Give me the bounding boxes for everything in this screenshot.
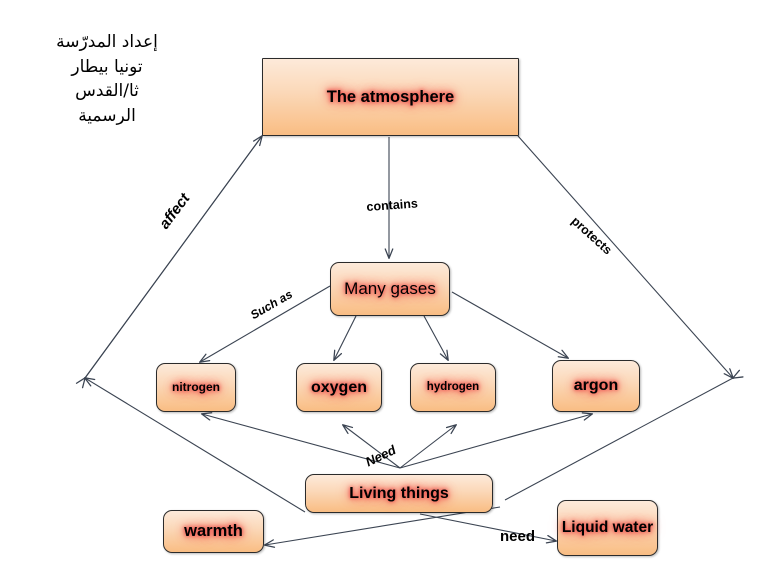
edge-need-argon [399, 412, 594, 469]
edge-suchas [198, 285, 331, 363]
arabic-credit-text: إعداد المدرّسة تونيا بيطار ثا/القدس الرس… [56, 32, 158, 126]
edge-gases-argon [451, 291, 570, 359]
edge-living-warmth [263, 506, 501, 548]
node-hydrogen[interactable]: hydrogen [410, 363, 496, 412]
node-living-things[interactable]: Living things [305, 474, 493, 513]
edge-protects [517, 135, 734, 379]
node-liquid-water[interactable]: Liquid water [557, 500, 658, 556]
node-warmth[interactable]: warmth [163, 510, 264, 553]
node-label-nitrogen: nitrogen [172, 379, 220, 394]
node-many-gases[interactable]: Many gases [330, 262, 450, 316]
node-label-living-things: Living things [349, 484, 449, 502]
edge-need-nitrogen [200, 412, 401, 469]
edge-affect-head [84, 135, 263, 379]
node-label-oxygen: oxygen [310, 378, 367, 396]
edge-need-hydrogen [399, 424, 457, 469]
node-label-warmth: warmth [184, 522, 243, 541]
node-label-the-atmosphere: The atmosphere [326, 87, 455, 106]
node-argon[interactable]: argon [552, 360, 640, 412]
node-oxygen[interactable]: oxygen [296, 363, 382, 412]
node-label-liquid-water: Liquid water [561, 519, 654, 537]
edge-gases-hydrogen [423, 315, 449, 362]
edge-need-liquidwater [419, 513, 558, 544]
node-label-hydrogen: hydrogen [426, 381, 480, 394]
edge-living-left-vertex [83, 377, 306, 513]
node-the-atmosphere[interactable]: The atmosphere [262, 58, 519, 136]
edge-gases-oxygen [333, 315, 357, 362]
edge-need-oxygen [342, 424, 401, 469]
edge-living-right-vertex [504, 369, 744, 501]
edge-label-need: need [500, 528, 536, 545]
node-label-many-gases: Many gases [344, 279, 436, 299]
node-label-argon: argon [573, 377, 619, 395]
node-nitrogen[interactable]: nitrogen [156, 363, 236, 412]
